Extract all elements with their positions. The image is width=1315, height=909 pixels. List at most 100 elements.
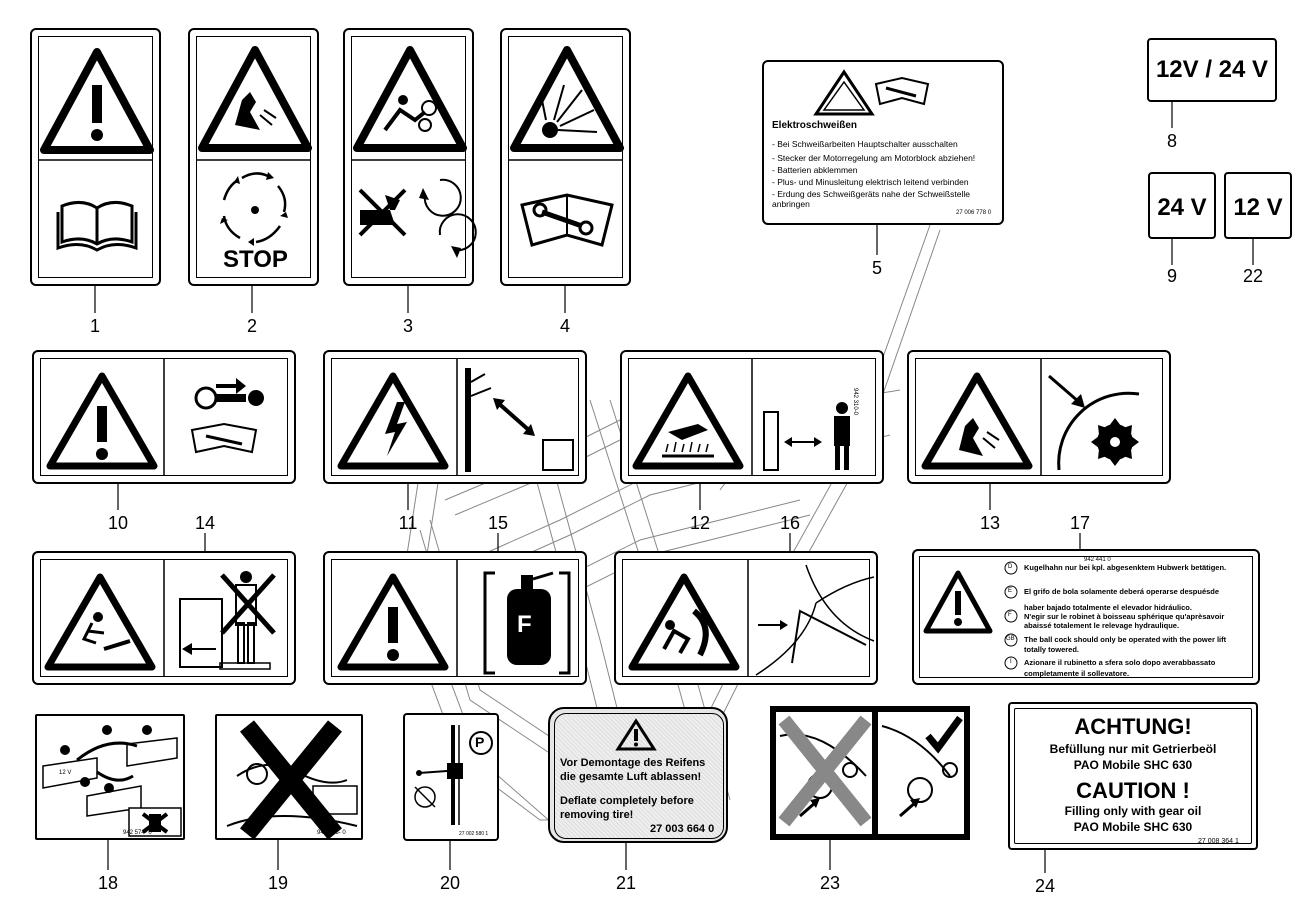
sticker5-line-1: - Bei Schweißarbeiten Hauptschalter auss… bbox=[772, 139, 958, 149]
sticker-24: ACHTUNG! Befüllung nur mit Getrierbeöl P… bbox=[1008, 702, 1258, 850]
label-5: 5 bbox=[871, 258, 882, 278]
label-8: 8 bbox=[1166, 131, 1177, 151]
sticker-3 bbox=[343, 28, 477, 286]
sticker18-code: 942 574- 0 bbox=[123, 830, 152, 836]
sticker5-line-5: - Erdung des Schweißgeräts nahe der Schw… bbox=[772, 189, 970, 199]
label-15: 15 bbox=[487, 513, 509, 533]
extinguisher-letter: F bbox=[517, 611, 532, 638]
sticker-19: 942 573- 0 bbox=[215, 714, 363, 840]
label-1: 1 bbox=[89, 316, 100, 336]
rotation-stop-icon bbox=[220, 172, 288, 246]
explosion-warning-icon bbox=[508, 46, 624, 161]
sticker24-de-line-1: Befüllung nur mit Getrierbeöl bbox=[1049, 742, 1217, 756]
sticker5-title: Elektroschweißen bbox=[772, 120, 858, 131]
lang-code-e: E bbox=[1008, 588, 1013, 594]
sticker17-es-2: haber bajado totalmente el elevador hidr… bbox=[1024, 603, 1192, 612]
sticker-1 bbox=[30, 28, 161, 286]
sticker21-line-2: die gesamte Luft ablassen! bbox=[560, 771, 702, 783]
sticker-8: 12V / 24 V bbox=[1147, 38, 1277, 102]
hot-surface-distance-icon bbox=[632, 358, 850, 476]
sticker-13 bbox=[907, 350, 1171, 484]
label-22: 22 bbox=[1242, 266, 1264, 286]
label-10: 10 bbox=[107, 513, 129, 533]
warning-triangle-exclamation-icon bbox=[615, 718, 657, 751]
wrong-right-mounting-icon bbox=[778, 715, 963, 827]
valve-parking-icon bbox=[414, 725, 493, 825]
sticker-4 bbox=[500, 28, 631, 286]
manual-book-icon bbox=[56, 201, 138, 252]
label-18: 18 bbox=[97, 873, 119, 893]
electric-shock-warning-icon bbox=[337, 358, 574, 476]
sticker24-de-line-2: PAO Mobile SHC 630 bbox=[1073, 758, 1193, 772]
sticker24-en-line-1: Filling only with gear oil bbox=[1064, 804, 1202, 818]
manual-wrench-icon bbox=[520, 193, 614, 247]
label-11: 11 bbox=[398, 513, 418, 533]
label-16: 16 bbox=[779, 513, 801, 533]
sticker21-line-4: removing tire! bbox=[560, 809, 634, 821]
lang-code-i: I bbox=[1010, 659, 1012, 665]
voltage-12-text: 12 V bbox=[1233, 194, 1283, 221]
label-20: 20 bbox=[439, 873, 461, 893]
fall-hazard-no-standing-icon bbox=[44, 559, 276, 677]
sticker5-code: 27 006 778 0 bbox=[956, 210, 992, 216]
warning-triangle-exclamation-icon bbox=[923, 561, 1018, 670]
sticker-16 bbox=[614, 551, 878, 685]
sticker-20: P 27 002 580 1 bbox=[403, 713, 499, 841]
warning-exclamation-key-icon bbox=[46, 358, 264, 476]
battery-connection-icon bbox=[42, 725, 182, 837]
sticker21-line-1: Vor Demontage des Reifens bbox=[560, 757, 706, 769]
sticker24-en-line-2: PAO Mobile SHC 630 bbox=[1073, 820, 1193, 834]
sticker-21: Vor Demontage des Reifens die gesamte Lu… bbox=[548, 707, 728, 843]
sticker20-code: 27 002 580 1 bbox=[459, 831, 489, 837]
sticker-9: 24 V bbox=[1148, 172, 1216, 239]
sticker-17: 942 441 0 D E F GB I Kugelhahn nur bei k… bbox=[912, 549, 1260, 685]
sticker17-fr-1: N'egir sur le robinet à boisseau sphériq… bbox=[1024, 612, 1225, 621]
sticker-5: Elektroschweißen - Bei Schweißarbeiten H… bbox=[762, 60, 1004, 225]
cutting-rotor-warning-icon bbox=[921, 358, 1140, 476]
label-13: 13 bbox=[979, 513, 1001, 533]
label-3: 3 bbox=[402, 316, 413, 336]
lang-code-gb: GB bbox=[1006, 636, 1015, 642]
prohibited-battery-icon bbox=[226, 720, 358, 840]
sticker-10 bbox=[32, 350, 296, 484]
label-12: 12 bbox=[689, 513, 711, 533]
sticker5-line-4: - Plus- und Minusleitung elektrisch leit… bbox=[772, 177, 969, 187]
sticker-15: F bbox=[323, 551, 587, 685]
label-21: 21 bbox=[615, 873, 637, 893]
sticker17-code: 942 441 0 bbox=[1084, 557, 1111, 563]
label-9: 9 bbox=[1166, 266, 1177, 286]
sticker17-fr-2: abaissé totalement le relevage hydrauliq… bbox=[1024, 621, 1180, 630]
label-17: 17 bbox=[1069, 513, 1091, 533]
sticker12-code: 942 310-0 bbox=[852, 388, 858, 416]
no-hands-rotating-icon bbox=[358, 178, 477, 258]
achtung-heading: ACHTUNG! bbox=[1074, 714, 1192, 739]
hand-cut-warning-icon bbox=[196, 46, 312, 161]
label-24: 24 bbox=[1034, 876, 1056, 896]
sticker-23 bbox=[770, 706, 970, 840]
sticker5-line-6: anbringen bbox=[772, 199, 810, 209]
sticker17-gb-1: The ball cock should only be operated wi… bbox=[1024, 635, 1227, 644]
entanglement-warning-icon bbox=[351, 46, 467, 161]
stop-text: STOP bbox=[223, 246, 288, 273]
sticker-2: STOP bbox=[188, 28, 319, 286]
sticker-18: 12 V 942 574- 0 bbox=[35, 714, 185, 840]
sticker-14 bbox=[32, 551, 296, 685]
sticker24-code: 27 008 364 1 bbox=[1198, 838, 1239, 845]
voltage-24-text: 24 V bbox=[1157, 194, 1207, 221]
label-19: 19 bbox=[267, 873, 289, 893]
label-4: 4 bbox=[559, 316, 570, 336]
sticker5-line-2: - Stecker der Motorregelung am Motorbloc… bbox=[772, 153, 976, 163]
battery-voltage-label: 12 V bbox=[59, 770, 72, 776]
sticker21-line-3: Deflate completely before bbox=[560, 795, 694, 807]
sticker17-de: Kugelhahn nur bei kpl. abgesenktem Hubwe… bbox=[1024, 563, 1227, 572]
sticker19-code: 942 573- 0 bbox=[317, 830, 346, 836]
label-23: 23 bbox=[819, 873, 841, 893]
sticker5-line-3: - Batterien abklemmen bbox=[772, 165, 858, 175]
welding-warning-icons bbox=[813, 69, 930, 116]
sticker17-es-1: El grifo de bola solamente deberá operar… bbox=[1024, 587, 1220, 596]
fire-extinguisher-warning-icon bbox=[337, 559, 571, 677]
lang-code-d: D bbox=[1008, 564, 1013, 570]
lang-code-f: F bbox=[1008, 612, 1012, 618]
sticker-22: 12 V bbox=[1224, 172, 1292, 239]
warning-triangle-exclamation-icon bbox=[38, 48, 154, 161]
